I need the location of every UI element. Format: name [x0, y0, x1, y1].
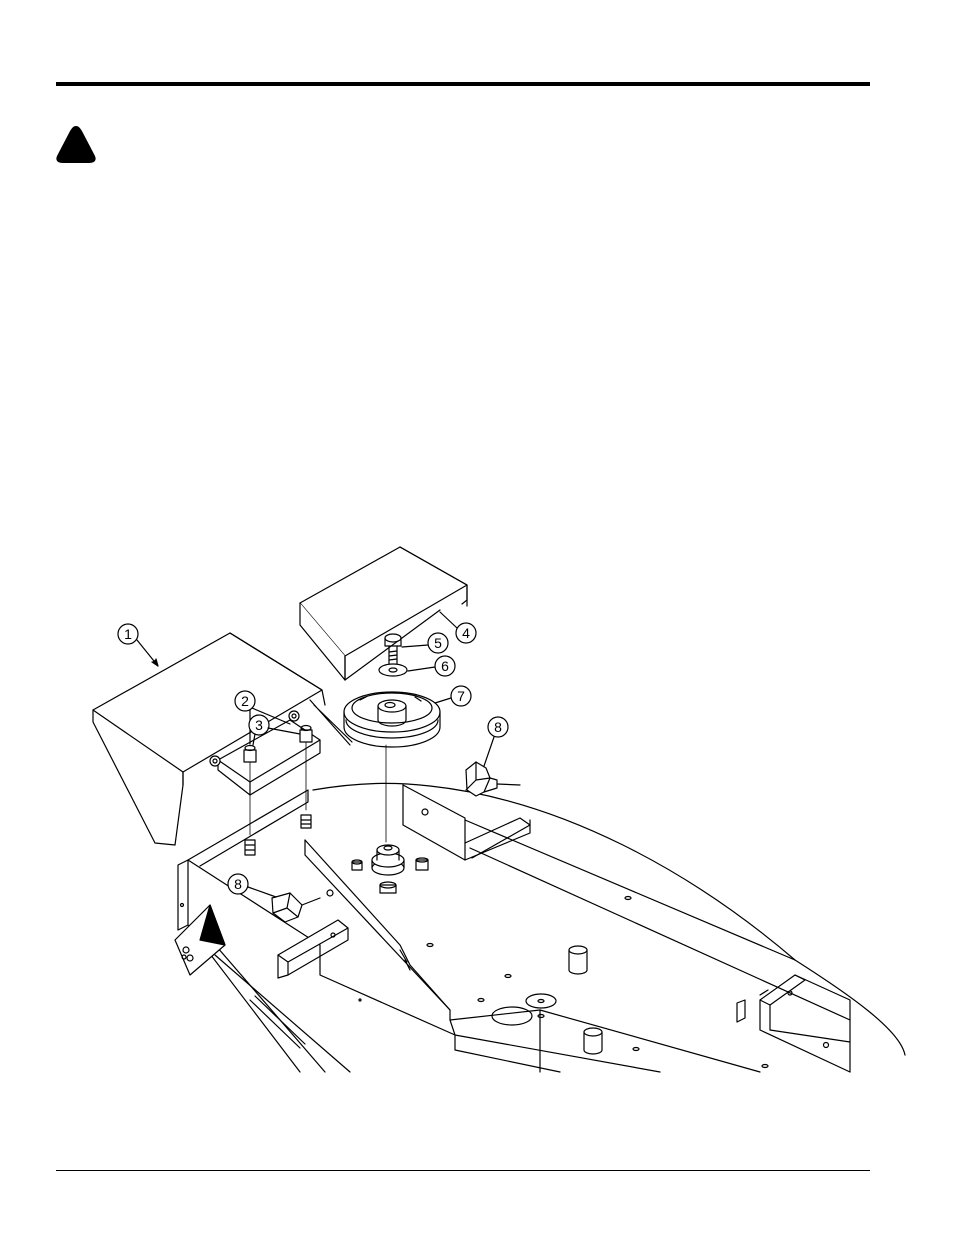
callout-label-5: 5	[434, 635, 442, 651]
callout-label-3: 3	[255, 717, 263, 733]
callout-label-1: 1	[124, 626, 132, 642]
callout-label-2: 2	[241, 693, 249, 709]
end-bracket	[737, 975, 850, 1072]
washer	[379, 664, 407, 676]
right-rail	[403, 785, 850, 1020]
knob-left	[272, 890, 333, 922]
footer-rule	[56, 1170, 870, 1171]
callout-label-6: 6	[441, 658, 449, 674]
spindle-hub	[352, 845, 768, 1068]
callout-label-7: 7	[457, 688, 465, 704]
callout-7	[435, 686, 471, 706]
left-handle	[278, 920, 348, 978]
callout-label-4: 4	[462, 625, 470, 641]
knob-right	[466, 762, 520, 796]
bolt	[385, 634, 401, 666]
tunnel-wall	[305, 840, 660, 1072]
callout-label-8a: 8	[494, 719, 502, 735]
pulley	[344, 692, 440, 747]
callout-label-8b: 8	[234, 876, 242, 892]
